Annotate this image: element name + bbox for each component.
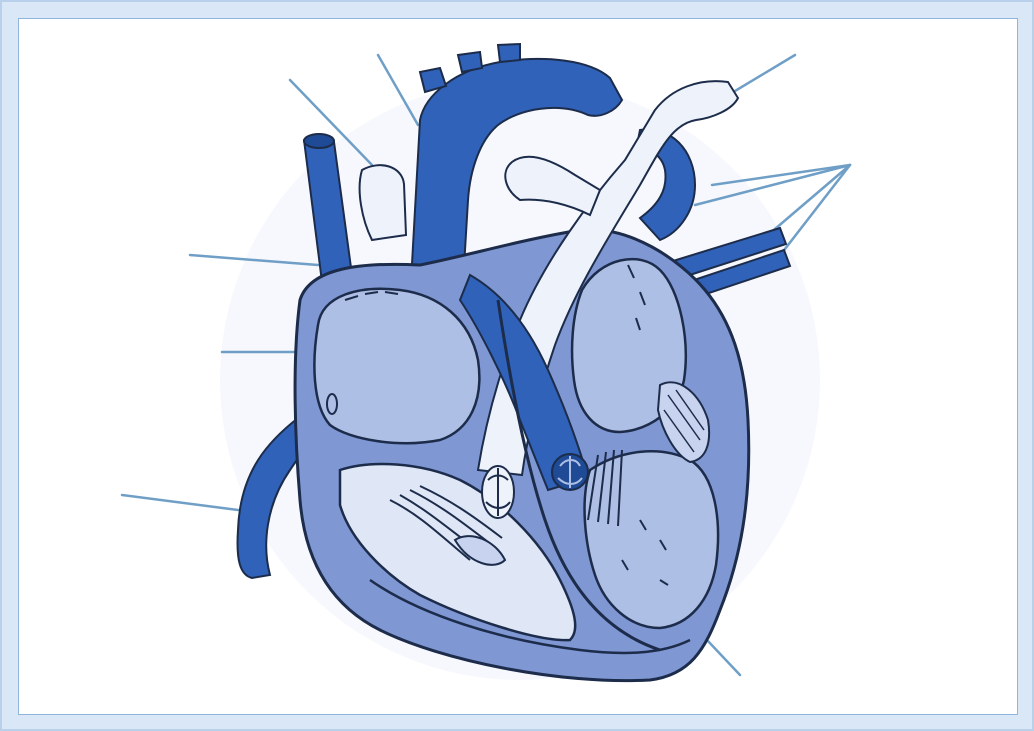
- aortic-branch: [498, 44, 520, 62]
- right-pulmonary-artery-small: [360, 165, 406, 240]
- superior-vena-cava-opening: [304, 134, 334, 148]
- leader-line: [122, 495, 238, 510]
- coronary-sinus-opening: [327, 394, 337, 414]
- aortic-branch: [458, 52, 482, 72]
- leader-line: [778, 165, 850, 258]
